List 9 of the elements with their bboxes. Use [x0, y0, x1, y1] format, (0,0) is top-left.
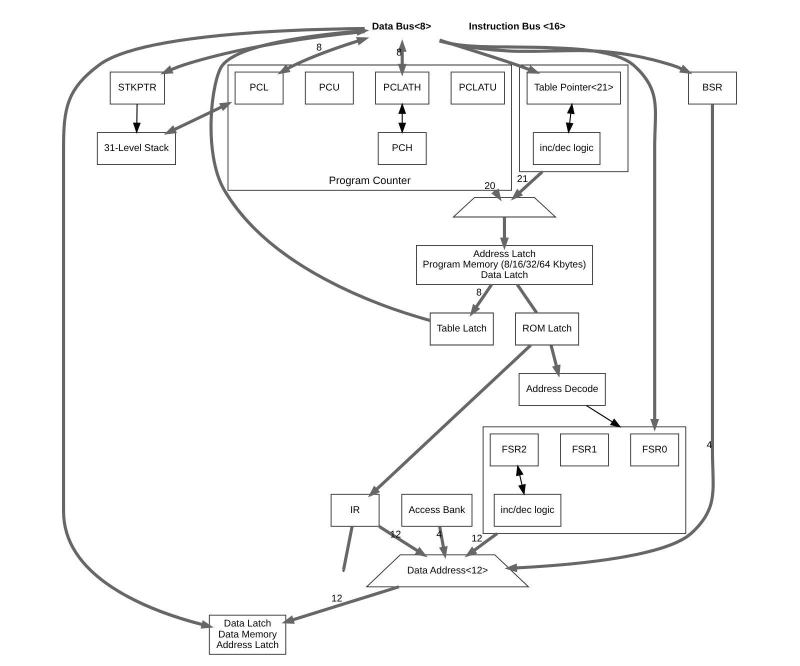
node-text: Data Bus<8>: [372, 21, 432, 32]
edge-label: 20: [484, 181, 496, 192]
edge-label: 12: [471, 533, 482, 544]
edge-label: 12: [331, 593, 342, 604]
label: Instruction Bus <16>: [468, 21, 566, 32]
edge-label: 21: [517, 174, 528, 185]
edge-label: 12: [390, 530, 402, 541]
edge-label: 8: [476, 288, 482, 299]
edge-label: 8: [316, 42, 322, 54]
